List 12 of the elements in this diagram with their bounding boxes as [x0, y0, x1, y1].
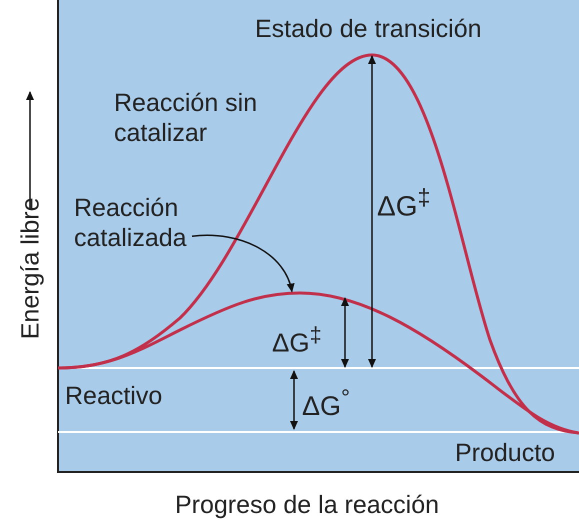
- delta-g-label: ΔG$^{°}$: [302, 384, 352, 422]
- reactant-label: Reactivo: [65, 381, 164, 411]
- delta-g-label: ΔG$^{‡}$: [272, 322, 323, 359]
- peak-label: Estado de transición: [255, 14, 483, 44]
- axis-title: Energía libre: [16, 198, 46, 342]
- product-label: Producto: [455, 438, 556, 468]
- delta-g-label: ΔG$^{‡}$: [377, 184, 432, 223]
- curve-label: Reacción catalizada: [74, 193, 192, 253]
- axis-title: Progreso de la reacción: [175, 490, 440, 520]
- curve-label: Reacción sin catalizar: [114, 88, 258, 148]
- catalyzed-curve: [58, 292, 579, 434]
- leader-arrow: [192, 234, 294, 292]
